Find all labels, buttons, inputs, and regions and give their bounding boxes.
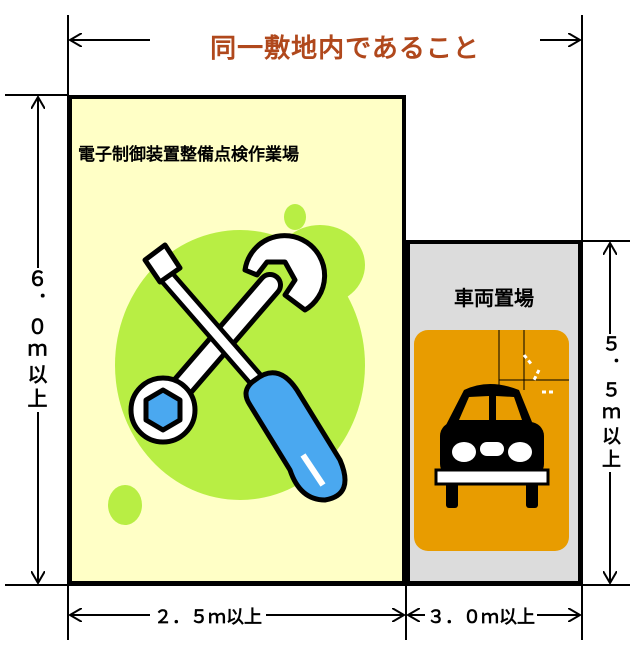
wrench-screwdriver-icon <box>108 204 365 525</box>
site-title: 同一敷地内であること <box>150 28 540 65</box>
car-area-label: 車両置場 <box>454 286 534 310</box>
work-height-label: ６．０ｍ以上 <box>22 268 51 412</box>
work-width-label: ２．５ｍ以上 <box>150 603 266 629</box>
car-icon <box>434 330 569 508</box>
work-area-label: 電子制御装置整備点検作業場 <box>78 145 299 165</box>
car-width-label: ３．０ｍ以上 <box>425 603 537 629</box>
car-height-label: ５．５ｍ以上 <box>597 334 624 472</box>
